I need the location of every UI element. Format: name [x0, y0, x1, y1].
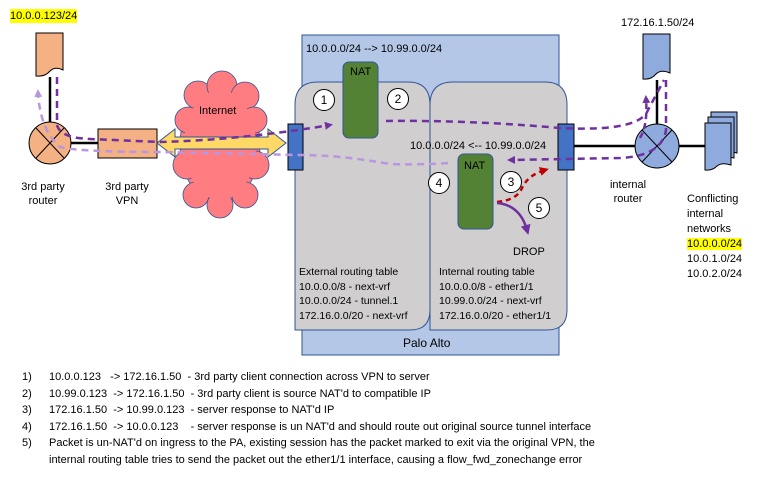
note-number: 5): [22, 437, 32, 449]
outbound-nat-label: NAT: [350, 66, 372, 78]
flow-expected-return-to-client: [34, 89, 449, 166]
flow-notes-list: 1) 10.0.0.123 -> 172.16.1.50 - 3rd party…: [22, 369, 595, 468]
step-marker-5: 5: [528, 197, 550, 219]
conflicting-network: 10.0.2.0/24: [687, 268, 743, 280]
note-item: 4) 172.16.1.50 -> 10.0.0.123 - server re…: [22, 419, 595, 436]
vpn-tunnel-arrow: [156, 127, 287, 159]
flow-drop-arrow: [496, 201, 531, 235]
vpn-label-line2: VPN: [115, 195, 139, 207]
conflicting-network: 10.0.1.0/24: [687, 253, 743, 265]
palo-alto-label: Palo Alto: [403, 336, 451, 350]
note-text: 10.99.0.123 -> 172.16.1.50 - 3rd party c…: [49, 387, 431, 400]
server-ip-label: 172.16.1.50/24: [621, 17, 695, 29]
inbound-nat-box: [457, 153, 494, 230]
outbound-nat-box: [342, 61, 379, 139]
external-route-row: 10.0.0.0/24 - tunnel.1: [299, 295, 399, 307]
note-text: 172.16.1.50 -> 10.0.0.123 - server respo…: [49, 420, 592, 433]
step-marker-2: 2: [387, 88, 409, 110]
internal-routing-table-title: Internal routing table: [439, 266, 535, 278]
external-routing-table: External routing table 10.0.0.0/8 - next…: [299, 265, 408, 323]
conflicting-network-highlighted: 10.0.0.0/24: [687, 238, 743, 250]
internal-zone: [429, 81, 568, 331]
drop-label: DROP: [513, 246, 545, 258]
internal-routing-table: Internal routing table 10.0.0.0/8 - ethe…: [439, 265, 551, 323]
flow-arrow-to-server: [638, 95, 651, 139]
third-party-vpn-label: 3rd party VPN: [97, 180, 157, 208]
note-item: 1) 10.0.0.123 -> 172.16.1.50 - 3rd party…: [22, 369, 595, 386]
internal-route-row: 10.99.0.0/24 - next-vrf: [439, 295, 542, 307]
note-text: 172.16.1.50 -> 10.99.0.123 - server resp…: [49, 404, 335, 416]
outbound-nat-rule: 10.0.0.0/24 --> 10.99.0.0/24: [306, 43, 443, 55]
note-item: 3) 172.16.1.50 -> 10.99.0.123 - server r…: [22, 402, 595, 419]
external-route-row: 172.16.0.0/20 - next-vrf: [299, 309, 408, 322]
internal-interface: [557, 123, 575, 171]
conflicting-label-line1: Conflicting: [687, 193, 739, 205]
conflicting-label-line2: internal: [687, 208, 724, 220]
internal-router-label-line2: router: [613, 193, 643, 205]
internal-router-label: internal router: [598, 178, 658, 206]
step-marker-4: 4: [428, 172, 450, 194]
external-route-row: 10.0.0.0/8 - next-vrf: [299, 280, 391, 293]
note-text: Packet is un-NAT'd on ingress to the PA,…: [49, 437, 595, 449]
client-host-icon: [35, 32, 64, 77]
note-number: 3): [22, 404, 32, 416]
router-label-line1: 3rd party: [21, 181, 65, 193]
note-number: 4): [22, 420, 32, 433]
external-interface: [287, 123, 304, 171]
internet-label: Internet: [199, 105, 237, 117]
conflicting-networks-label: Conflicting internal networks 10.0.0.0/2…: [687, 192, 743, 282]
flow-outbound-client-to-nat: [55, 77, 333, 144]
step-marker-1: 1: [313, 89, 335, 111]
conflicting-networks-icon: [704, 111, 738, 171]
flow-attempted-ether1-exit: [496, 167, 549, 204]
conflicting-label-line3: networks: [687, 223, 732, 235]
flow-outbound-nat-to-server: [385, 79, 666, 130]
note-continuation: internal routing table tries to send the…: [49, 453, 583, 466]
inbound-nat-rule: 10.0.0.0/24 <-- 10.99.0.0/24: [410, 140, 547, 152]
flow-return-server-to-nat: [507, 80, 668, 164]
external-zone: [294, 81, 431, 331]
vpn-label-line1: 3rd party: [105, 181, 149, 193]
router-label-line2: router: [28, 195, 58, 207]
inbound-nat-label: NAT: [464, 160, 486, 172]
internal-route-row: 172.16.0.0/20 - ether1/1: [439, 309, 552, 322]
note-text: 10.0.0.123 -> 172.16.1.50 - 3rd party cl…: [49, 371, 430, 383]
server-host-icon: [642, 33, 671, 80]
note-number: 2): [22, 387, 32, 400]
step-marker-3: 3: [500, 171, 522, 193]
external-routing-table-title: External routing table: [299, 266, 399, 278]
note-number: 1): [22, 371, 32, 383]
third-party-vpn-icon: [97, 128, 158, 159]
internal-router-label-line1: internal: [609, 179, 647, 191]
note-item: 2) 10.99.0.123 -> 172.16.1.50 - 3rd part…: [22, 386, 595, 403]
client-ip-label: 10.0.0.123/24: [10, 9, 78, 23]
note-item: 5) Packet is un-NAT'd on ingress to the …: [22, 435, 595, 452]
internal-route-row: 10.0.0.0/8 - ether1/1: [439, 280, 534, 293]
third-party-router-label: 3rd party router: [18, 180, 68, 208]
